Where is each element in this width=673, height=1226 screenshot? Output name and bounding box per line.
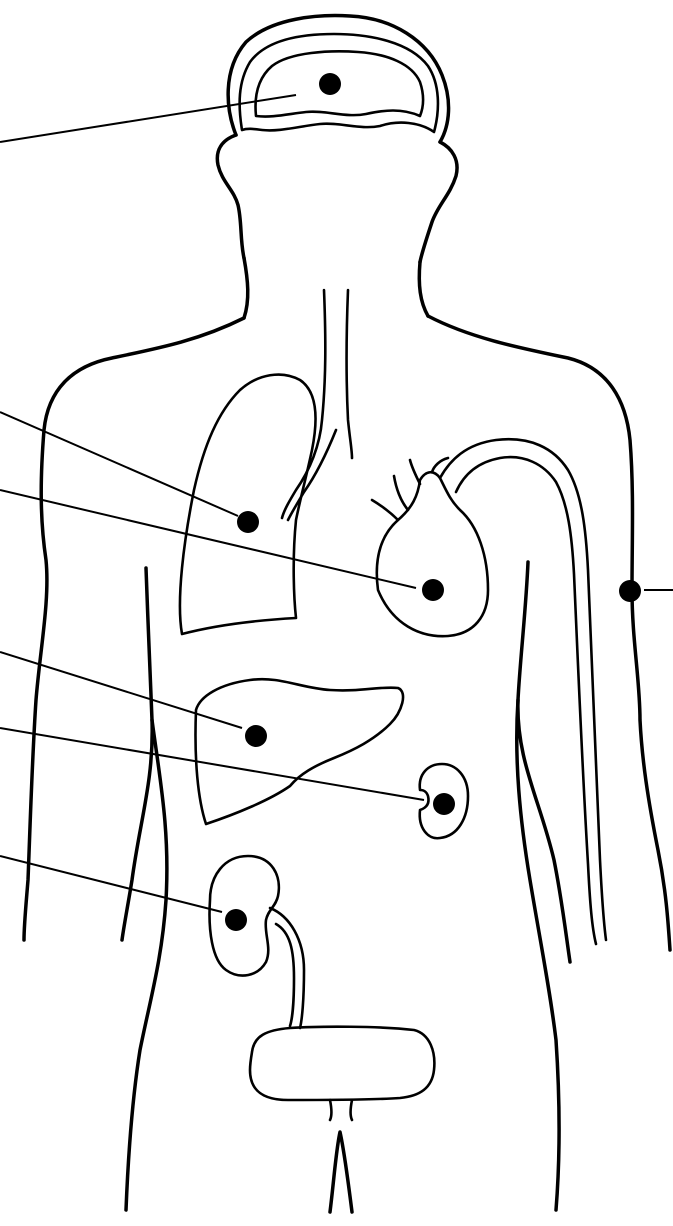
- marker-arm-artery: [619, 580, 641, 602]
- liver-shape: [195, 679, 403, 824]
- face-left: [217, 135, 244, 258]
- leader-lines: [0, 95, 673, 912]
- leader-heart: [0, 490, 416, 588]
- body-outline: [24, 16, 670, 1212]
- neck-left: [244, 258, 248, 318]
- ureter: [270, 908, 304, 1028]
- marker-lung: [237, 511, 259, 533]
- marker-brain: [319, 73, 341, 95]
- right-inner-arm: [518, 562, 570, 962]
- bladder-shape: [250, 1027, 434, 1100]
- marker-spleen: [433, 793, 455, 815]
- marker-dots: [225, 73, 641, 931]
- right-torso-leg: [517, 700, 559, 1210]
- marker-kidney: [225, 909, 247, 931]
- leader-spleen: [0, 728, 424, 800]
- heart-vessels: [372, 458, 448, 520]
- marker-liver: [245, 725, 267, 747]
- aorta-inner: [456, 457, 596, 944]
- leader-brain: [0, 95, 296, 142]
- marker-heart: [422, 579, 444, 601]
- crotch: [330, 1132, 352, 1212]
- leader-lung: [0, 412, 238, 516]
- face-right: [420, 142, 457, 262]
- trachea-right: [347, 290, 353, 458]
- left-shoulder-arm: [24, 318, 244, 940]
- leader-kidney: [0, 856, 222, 912]
- neck-right: [419, 262, 428, 316]
- heart-shape: [377, 472, 488, 636]
- urethra: [330, 1100, 352, 1120]
